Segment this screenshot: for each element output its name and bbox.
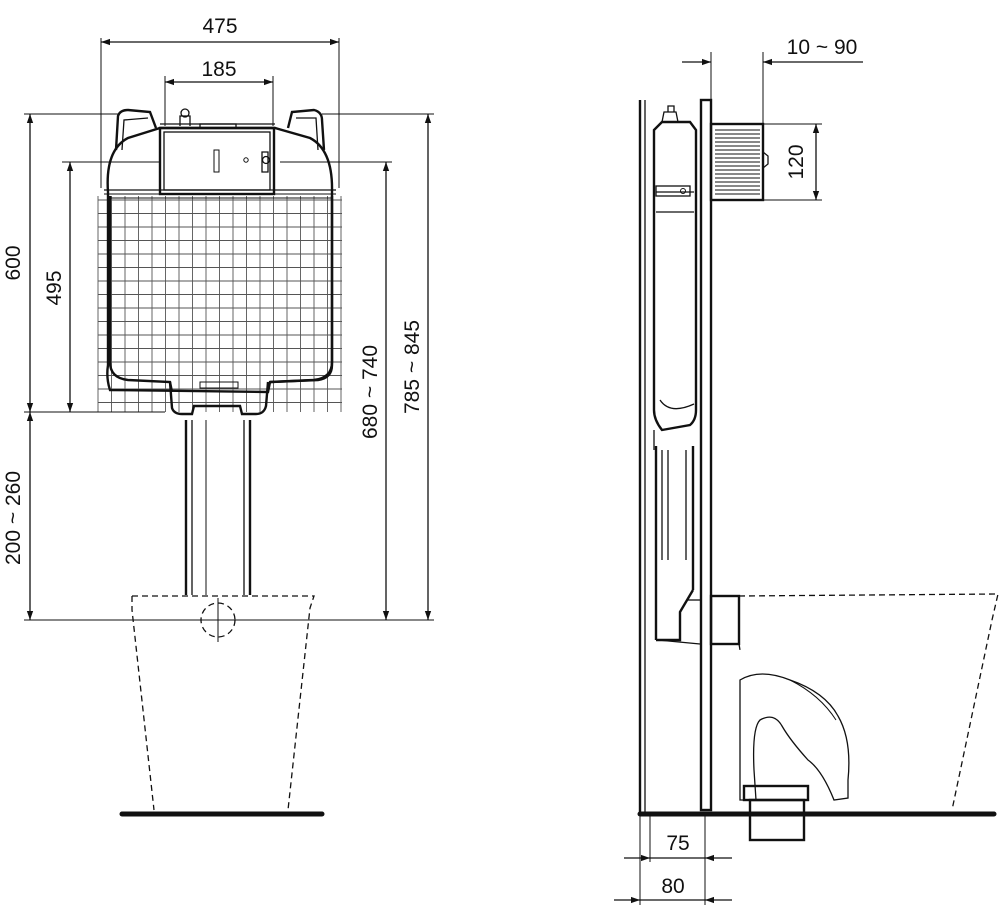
outlet-block bbox=[168, 381, 270, 416]
cistern-body bbox=[106, 126, 334, 394]
left-ear bbox=[114, 108, 158, 151]
toilet-bowl-front bbox=[131, 595, 315, 811]
dim-680-740: 680 ~ 740 bbox=[359, 345, 382, 439]
frame-plate bbox=[699, 98, 713, 812]
dim-120: 120 bbox=[785, 144, 808, 179]
actuator-box-side bbox=[709, 122, 769, 202]
dim-10-90: 10 ~ 90 bbox=[787, 36, 858, 59]
flush-pipe bbox=[184, 420, 252, 595]
dim-75: 75 bbox=[666, 832, 689, 855]
dim-785-845: 785 ~ 845 bbox=[401, 320, 424, 414]
side-view: 10 ~ 90 120 75 80 bbox=[614, 36, 999, 905]
mounting-mesh bbox=[97, 196, 342, 412]
dim-200-260: 200 ~ 260 bbox=[2, 471, 25, 565]
dim-80: 80 bbox=[661, 875, 684, 898]
trap-hatch bbox=[739, 673, 850, 801]
toilet-bowl-side bbox=[738, 593, 999, 842]
outlet-spigot bbox=[709, 594, 741, 646]
dim-495: 495 bbox=[43, 270, 66, 305]
right-ear bbox=[286, 108, 326, 151]
dim-185: 185 bbox=[201, 58, 236, 81]
dim-600: 600 bbox=[2, 245, 25, 280]
dim-475: 475 bbox=[202, 15, 237, 38]
front-view: 475 185 600 495 200 ~ 260 680 ~ 740 785 … bbox=[2, 15, 434, 817]
cistern-side bbox=[652, 105, 701, 645]
